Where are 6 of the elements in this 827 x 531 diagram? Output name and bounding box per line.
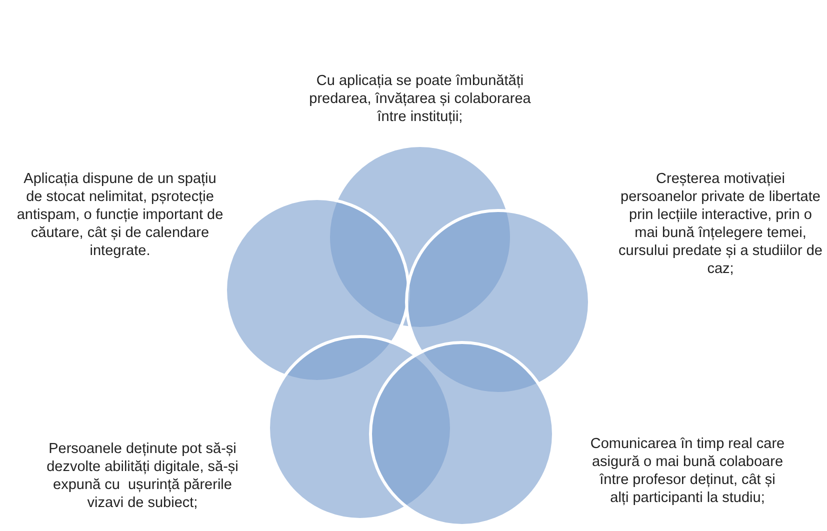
- circle-caption: Persoanele deținute pot să-și dezvolte abilități digitale, să-și expună cu ușurință părerile vizavi de subiect;: [46, 440, 240, 512]
- circle-caption: Cu aplicația se poate îmbunătăți predarea, învățarea și colaborarea între instituții;: [308, 72, 532, 126]
- circle: [369, 341, 555, 527]
- circle-caption: Creșterea motivației persoanelor private de libertate prin lecțiile interactive, prin o mai bună înțelegere temei, cursului predate și a studiilor de caz;: [618, 170, 823, 278]
- circle-caption: Aplicația dispune de un spațiu de stocat nelimitat, pșrotecție antispam, o funcție important de căutare, cât și de calendare integrate.: [16, 170, 224, 260]
- circle-caption: Comunicarea în timp real care asigură o mai bună colaboare între profesor deținut, cât și alți participanti la studiu;: [590, 435, 785, 507]
